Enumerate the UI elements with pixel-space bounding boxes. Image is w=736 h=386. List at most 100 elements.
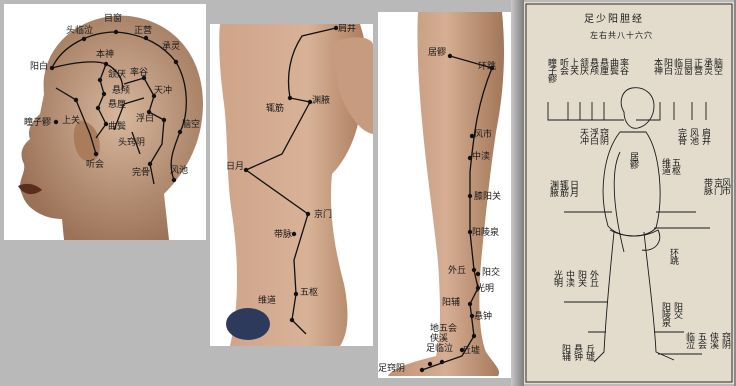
label-xi-yang-guan: 膝阳关 [474,192,501,202]
chart-label-guang-ming: 光明 [552,270,562,286]
label-wai-qiu: 外丘 [448,266,466,276]
label-di-wu-hui: 地五会 [430,324,457,334]
label-ju-liao: 居髎 [428,48,446,58]
chart-label-nao-kong: 脑空 [712,58,722,74]
chart-label-yang-fu: 阳辅 [560,344,570,360]
torso-panel: 肩井 辄筋 渊腋 日月 京门 带脉 五枢 维道 [210,24,373,346]
chart-label-zhe-jin: 辄筋 [558,180,568,196]
label-yang-jiao: 阳交 [482,268,500,278]
chart-label-xuan-lu: 悬颅 [588,58,598,74]
chart-label-wei-dao: 维道 [660,158,670,174]
label-wan-gu: 完骨 [132,168,150,178]
chart-label-wan-gu: 完骨 [676,128,686,144]
label-yuan-ye: 渊腋 [312,96,330,106]
label-mu-chuang: 目窗 [104,14,122,24]
chart-label-xia-xi: 侠溪 [708,332,718,348]
chart-label-mu-chuang: 目窗 [682,58,692,74]
label-feng-shi: 风市 [474,130,492,140]
figure-head [621,88,654,129]
label-xuan-li: 悬厘 [108,100,126,110]
chart-label-huan-tiao: 环跳 [668,248,678,264]
chart-label-yuan-ye: 渊腋 [548,180,558,196]
chart-label-yang-bai: 阳白 [662,58,672,74]
chart-label-dai-mai: 带脉 [702,178,712,194]
chart-label-wai-qiu: 外丘 [588,270,598,286]
label-wei-dao: 维道 [258,296,276,306]
label-zu-lin-qi: 足临泣 [426,344,453,354]
label-zheng-ying: 正营 [134,26,152,36]
chart-label-cheng-ling: 承灵 [702,58,712,74]
chart-label-tian-chong: 天冲 [578,128,588,144]
label-yang-fu: 阳辅 [442,298,460,308]
chart-label-yang-guan: 阳关 [576,270,586,286]
tattoo-mark [226,308,270,340]
chart-label-xuan-zhong: 悬钟 [572,344,582,360]
label-zu-qiao-yin: 足窍阴 [378,364,405,374]
head-panel: 头临泣 目窗 正营 承灵 阳白 本神 颔厌 悬颅 悬厘 率谷 天冲 浮白 曲鬓 … [4,4,206,240]
chart-label-xuan-li: 悬厘 [598,58,608,74]
gutter-strip [511,0,524,386]
label-shang-guan: 上关 [62,116,80,126]
label-shuai-gu: 率谷 [130,68,148,78]
label-jian-jing: 肩井 [338,24,356,34]
label-ri-yue: 日月 [226,162,244,172]
figure-arm [614,152,624,252]
label-fu-bai: 浮白 [136,114,154,124]
chart-label-yang-ling-quan: 阳陵泉 [660,302,670,326]
chart-subtitle: 左右共八十六穴 [590,30,653,41]
chart-label-wu-hui: 五会 [696,332,706,348]
label-xia-xi: 侠溪 [430,334,448,344]
label-ben-shen: 本神 [96,50,114,60]
label-tou-qiao-yin: 头窍阴 [118,138,145,148]
label-tong-zi-liao: 瞳子髎 [24,118,51,128]
chart-label-ben-shen: 本神 [652,58,662,74]
chart-label-shuai-gu: 率谷 [618,58,628,74]
chart-label-tong-zi-liao: 瞳子髎 [546,58,556,82]
label-feng-chi: 风池 [170,166,188,176]
label-zhe-jin: 辄筋 [266,104,284,114]
label-qiu-xu: 丘墟 [462,346,480,356]
chart-label-shang-guan: 上关 [568,58,578,74]
figure-leg-left [594,232,614,362]
leader-lines-top [548,102,706,120]
label-ting-hui: 听会 [86,160,104,170]
label-zhong-du: 中渎 [472,152,490,162]
leg-panel: 居髎 环跳 风市 中渎 膝阳关 阳陵泉 外丘 阳交 光明 阳辅 悬钟 地五会 侠… [378,12,511,378]
label-wu-shu: 五枢 [300,288,318,298]
torso-illustration [210,24,373,346]
label-xuan-lu: 悬颅 [112,86,130,96]
chart-label-ting-hui: 听会 [558,58,568,74]
label-nao-kong: 脑空 [182,120,200,130]
figure-body [603,132,660,236]
label-guang-ming: 光明 [476,284,494,294]
chart-label-fu-bai: 浮白 [588,128,598,144]
chart-label-zu-qiao-yin: 窍阴 [720,332,730,348]
chart-label-han-yan: 颔厌 [578,58,588,74]
label-yang-bai: 阳白 [30,62,48,72]
chart-title: 足少阳胆经 [584,10,644,25]
label-tian-chong: 天冲 [154,86,172,96]
chart-label-lin-qi: 临泣 [672,58,682,74]
label-han-yan: 颔厌 [108,70,126,80]
chart-label-jian-jing: 肩井 [700,128,710,144]
label-huan-tiao: 环跳 [478,62,496,72]
label-tou-lin-qi: 头临泣 [66,26,93,36]
label-yang-ling-quan: 阳陵泉 [472,228,499,238]
label-jing-men: 京门 [314,210,332,220]
classical-chart-panel: 足少阳胆经 左右共八十六穴 瞳子髎 听会 上关 颔厌 悬颅 悬厘 曲鬓 率谷 本… [524,2,734,384]
chart-label-qu-bin: 曲鬓 [608,58,618,74]
label-cheng-ling: 承灵 [162,42,180,52]
chart-label-zu-lin-qi: 临泣 [684,332,694,348]
chart-label-feng-chi: 风池 [688,128,698,144]
chart-label-ju-liao: 居髎 [628,152,638,168]
chart-label-zheng-ying: 正营 [692,58,702,74]
chart-label-zhong-du: 中渎 [564,270,574,286]
figure-sash [610,230,660,250]
label-xuan-zhong: 悬钟 [474,312,492,322]
label-qu-bin: 曲鬓 [108,122,126,132]
leader-lines-middle [564,212,710,228]
chart-label-wu-shu: 五枢 [670,158,680,174]
chart-label-ri-yue: 日月 [568,180,578,196]
chart-label-yang-jiao: 阳交 [672,302,682,318]
chart-label-qiu-xu: 丘墟 [584,344,594,360]
